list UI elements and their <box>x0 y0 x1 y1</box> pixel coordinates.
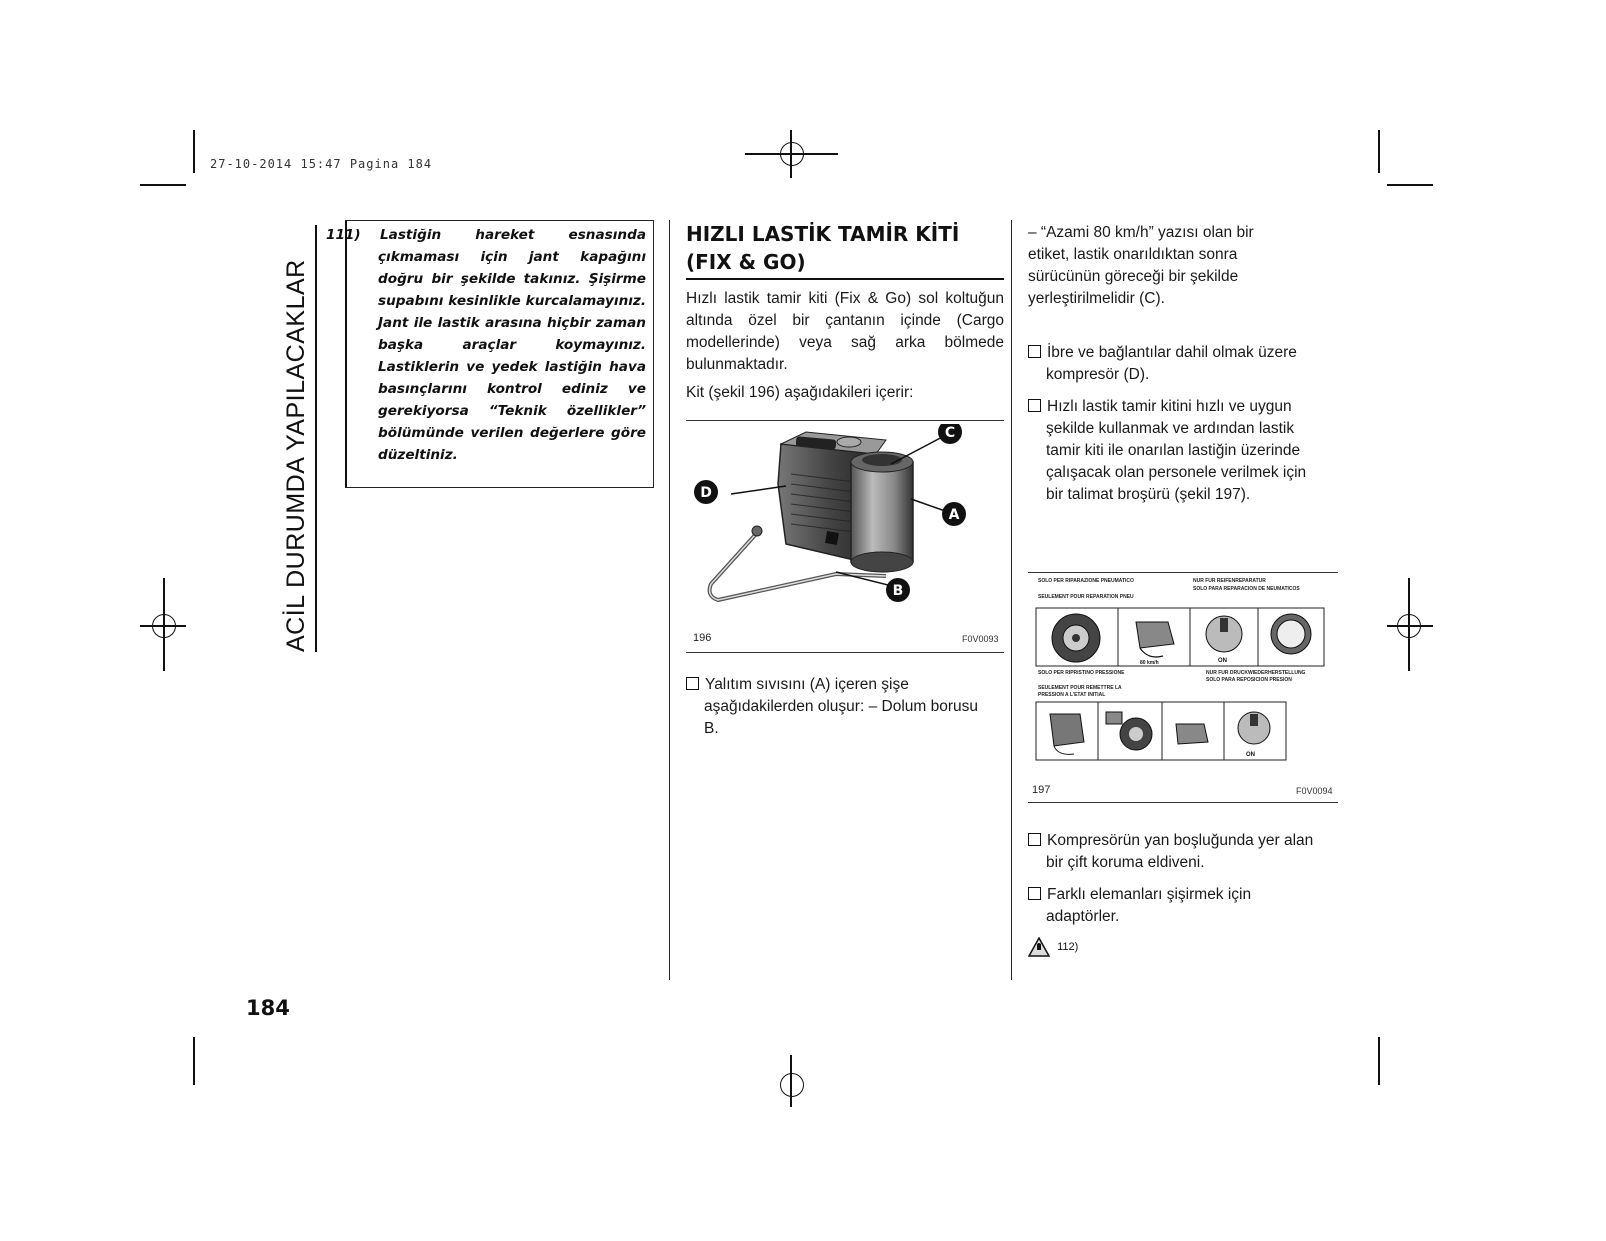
warning-box <box>345 220 654 488</box>
brochure-text: SOLO PARA REPARACION DE NEUMATICOS <box>1193 586 1300 592</box>
label-c: C <box>945 425 955 441</box>
print-timestamp: 27-10-2014 15:47 Pagina 184 <box>210 157 433 171</box>
figure-rule <box>686 420 1004 421</box>
brochure-text: PRESSION A L'ETAT INITIAL <box>1038 692 1105 698</box>
item-brochure-text: Hızlı lastik tamir kitini hızlı ve uygun… <box>1046 398 1307 503</box>
registration-mark-bottom <box>790 1055 792 1107</box>
brochure-text: SEULEMENT POUR REPARATION PNEU <box>1038 594 1134 600</box>
warning-number: 111) <box>326 227 361 243</box>
figure-197-instruction-brochure: SOLO PER RIPARAZIONE PNEUMATICO SEULEMEN… <box>1035 578 1325 761</box>
section-heading-line2: (FIX & GO) <box>686 250 806 274</box>
brochure-text: NUR FUR DRUCKWIEDERHERSTELLUNG <box>1206 670 1306 676</box>
crop-mark <box>193 130 195 173</box>
checkbox-bullet-icon <box>1028 399 1041 412</box>
registration-mark-left <box>163 578 165 671</box>
crop-mark <box>1378 1037 1380 1085</box>
heading-rule <box>686 278 1004 280</box>
page-number: 184 <box>246 996 290 1020</box>
checkbox-bullet-icon <box>1028 345 1041 358</box>
registration-mark-right <box>1408 578 1410 671</box>
brochure-text: SEULEMENT POUR REMETTRE LA <box>1038 685 1122 691</box>
brochure-speed-label: 80 km/h <box>1140 660 1159 666</box>
warning-text-block: 111) Lastiğin hareket esnasında çıkmaması… <box>326 224 646 466</box>
figure-196-code: F0V0093 <box>962 634 999 644</box>
item-sealant-bottle: Yalıtım sıvısını (A) içeren şişe aşağıda… <box>686 674 984 740</box>
crop-mark <box>140 184 186 186</box>
brochure-text: NUR FUR REIFENREPARATUR <box>1193 578 1266 584</box>
brochure-text: SOLO PER RIPRISTINO PRESSIONE <box>1038 670 1125 676</box>
registration-mark-top <box>745 153 838 155</box>
crop-mark <box>193 1037 195 1085</box>
item-compressor-text: İbre ve bağlantılar dahil olmak üzere ko… <box>1046 344 1297 383</box>
figure-197-number: 197 <box>1032 784 1051 796</box>
registration-mark-top <box>790 130 792 178</box>
brochure-text: SOLO PER RIPARAZIONE PNEUMATICO <box>1038 578 1134 584</box>
section-heading-line1: HIZLI LASTİK TAMİR KİTİ <box>686 222 960 246</box>
contents-intro: Kit (şekil 196) aşağıdakileri içerir: <box>686 384 914 401</box>
checkbox-bullet-icon <box>1028 887 1041 900</box>
item-compressor: İbre ve bağlantılar dahil olmak üzere ko… <box>1028 342 1308 386</box>
figure-rule <box>686 652 1004 653</box>
warning-reference-number: 112) <box>1057 940 1079 953</box>
warning-triangle-icon <box>1027 935 1051 957</box>
label-a: A <box>949 507 960 523</box>
crop-mark <box>1378 130 1380 173</box>
item-brochure: Hızlı lastik tamir kitini hızlı ve uygun… <box>1028 396 1308 506</box>
intro-paragraph: Hızlı lastik tamir kiti (Fix & Go) sol k… <box>686 290 1004 373</box>
crop-mark <box>1387 184 1433 186</box>
column-divider <box>669 220 671 980</box>
label-d: D <box>700 485 712 501</box>
brochure-text: SOLO PARA REPOSICION PRESION <box>1206 677 1292 683</box>
column-divider <box>1011 220 1013 980</box>
item-sealant-bottle-text: Yalıtım sıvısını (A) içeren şişe aşağıda… <box>704 676 978 737</box>
label-b: B <box>893 583 904 599</box>
brochure-on-label: ON <box>1218 658 1227 664</box>
label-item: – “Azami 80 km/h” yazısı olan bir etiket… <box>1028 224 1254 307</box>
registration-mark-bottom <box>780 1073 804 1097</box>
figure-rule <box>1028 802 1338 803</box>
figure-196-number: 196 <box>693 632 712 644</box>
warning-text: Lastiğin hareket esnasında çıkmaması içi… <box>378 227 646 463</box>
brochure-on-label: ON <box>1246 752 1255 758</box>
figure-196-repair-kit: C D A B <box>694 424 966 603</box>
item-gloves-text: Kompresörün yan boşluğunda yer alan bir … <box>1046 832 1314 871</box>
sidebar-rule <box>315 225 317 652</box>
item-gloves: Kompresörün yan boşluğunda yer alan bir … <box>1028 830 1328 874</box>
registration-mark-right <box>1387 625 1433 627</box>
checkbox-bullet-icon <box>1028 833 1041 846</box>
figure-197-code: F0V0094 <box>1296 786 1333 796</box>
checkbox-bullet-icon <box>686 677 699 690</box>
item-adapters: Farklı elemanları şişirmek için adaptörl… <box>1028 884 1328 928</box>
figure-rule <box>1028 572 1338 573</box>
item-adapters-text: Farklı elemanları şişirmek için adaptörl… <box>1046 886 1252 925</box>
warning-reference: 112) <box>1027 935 1079 957</box>
section-heading: HIZLI LASTİK TAMİR KİTİ (FIX & GO) <box>686 220 1004 276</box>
section-title-vertical: ACİL DURUMDA YAPILACAKLAR <box>282 259 310 652</box>
